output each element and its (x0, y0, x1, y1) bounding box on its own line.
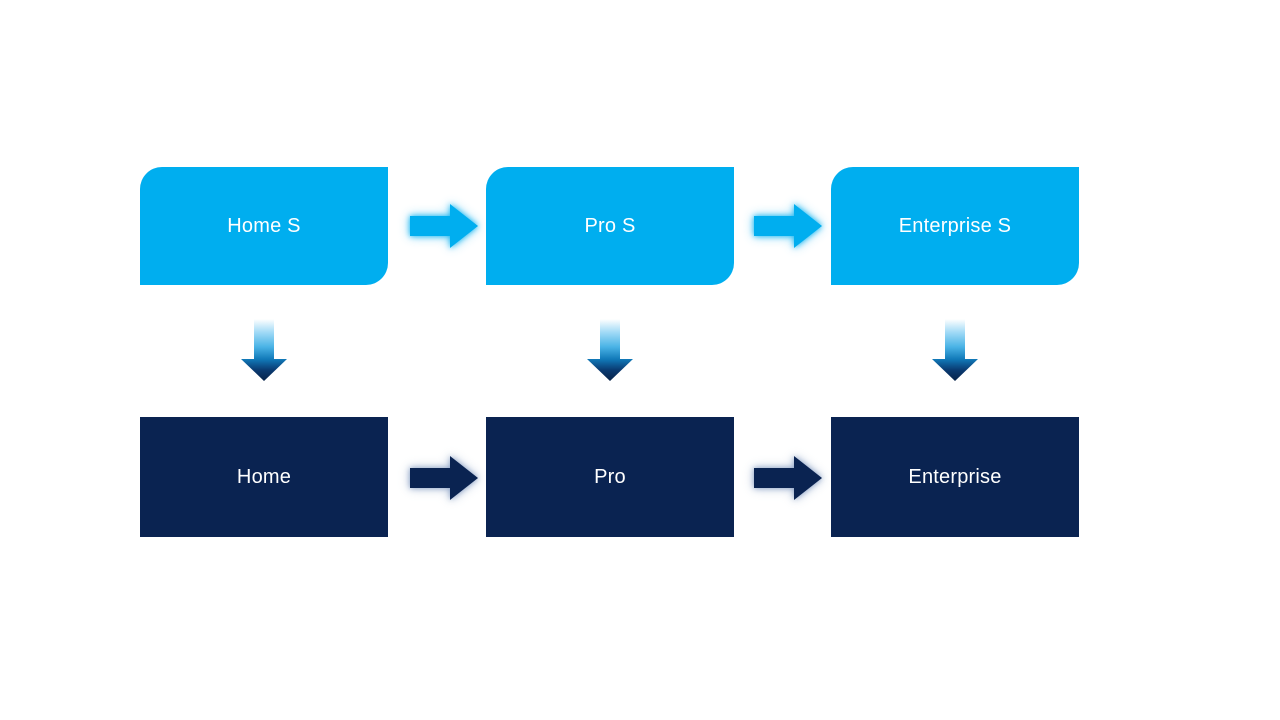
node-home-s: Home S (140, 167, 388, 285)
node-pro-label: Pro (594, 465, 626, 488)
node-pro-s-label: Pro S (584, 214, 636, 237)
node-pro-s: Pro S (486, 167, 734, 285)
down-arrow-icon (932, 319, 978, 381)
right-arrow-shape (410, 456, 478, 500)
node-home-s-label: Home S (227, 214, 301, 237)
right-arrow-icon (410, 456, 478, 500)
right-arrow-icon (410, 204, 478, 248)
right-arrow-icon (754, 456, 822, 500)
right-arrow-shape (754, 456, 822, 500)
node-enterprise: Enterprise (831, 417, 1079, 537)
node-enterprise-label: Enterprise (908, 465, 1002, 488)
node-pro: Pro (486, 417, 734, 537)
down-arrow-icon (241, 319, 287, 381)
node-home-label: Home (236, 465, 292, 488)
right-arrow-shape (754, 204, 822, 248)
right-arrow-shape (410, 204, 478, 248)
node-enterprise-s: Enterprise S (831, 167, 1079, 285)
node-home: Home (140, 417, 388, 537)
right-arrow-icon (754, 204, 822, 248)
node-enterprise-s-label: Enterprise S (898, 214, 1012, 237)
down-arrow-icon (587, 319, 633, 381)
